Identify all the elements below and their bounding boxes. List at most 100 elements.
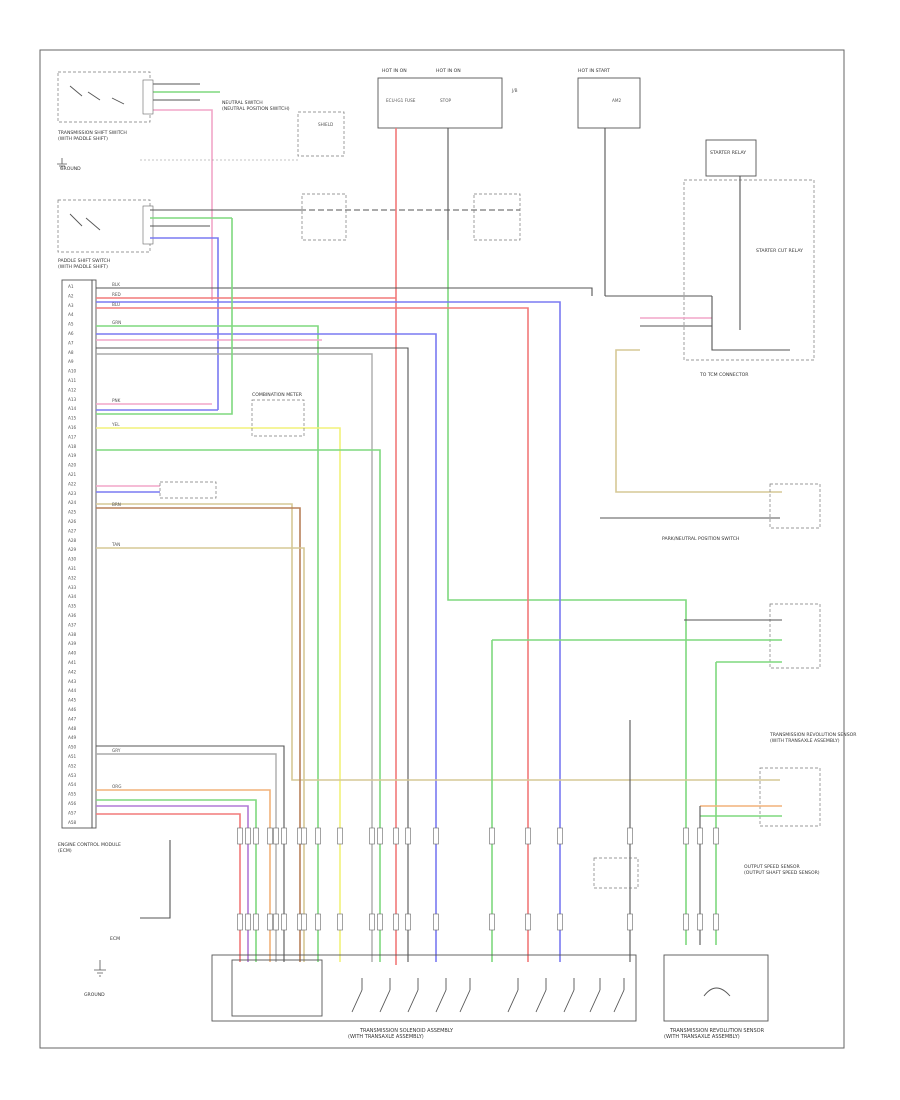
shield-label: SHIELD [318,122,333,127]
ecm-pin-label: A5 [68,322,74,327]
ecm-pin-label: A25 [68,510,77,515]
neutral-switch-sub: (NEUTRAL POSITION SWITCH) [222,106,290,112]
ground-b-label: GROUND [84,992,105,998]
wire-connector-plug [301,827,307,845]
ecm-pin-label: A46 [68,707,77,712]
ecm-pin-label: A31 [68,566,77,571]
tcm-connector-label: TO TCM CONNECTOR [699,372,749,378]
solenoid-switches [351,978,625,1013]
revolution-sensor-box [663,954,769,1022]
ecm-pin-label: A12 [68,387,77,392]
solenoid-assembly-sub: (WITH TRANSAXLE ASSEMBLY) [348,1034,424,1040]
ecm-pin-label: A19 [68,453,77,458]
revolution-sensor-sub: (WITH TRANSAXLE ASSEMBLY) [664,1034,740,1040]
wire-connector-plug [337,827,343,845]
solenoid-switch [459,978,471,1013]
wire-connector-plug [627,827,633,845]
ecm-pin-label: A30 [68,557,77,562]
fuse-ign-label: HOT IN ON [382,68,407,74]
solenoid-switch [535,978,547,1013]
ecm-pin-label: A45 [68,698,77,703]
wire-connector-plug [525,913,531,931]
fuse-start-label: HOT IN START [578,68,610,74]
ecm-pin-label: A3 [68,303,74,308]
wire-connector-plug [337,913,343,931]
ecm-pin-label: A33 [68,585,77,590]
paddle-shift-label: PADDLE SHIFT SWITCH [58,258,110,264]
diagram-frame [39,49,845,1049]
fuse-block-left [377,77,503,129]
wire-connector-plug [557,913,563,931]
ecm-pin-label: A23 [68,491,77,496]
transmission-revolution-sub: (WITH TRANSAXLE ASSEMBLY) [770,738,840,744]
fuse-a-label: ECU-IG1 FUSE [386,98,416,103]
ecm-pin-label: A11 [68,378,77,383]
wire-connector-plug [683,827,689,845]
ground-a-label: GROUND [60,166,81,172]
wire-connector-plug [713,913,719,931]
wire-label-org: ORG [112,784,121,789]
ecm-pin-label: A10 [68,369,77,374]
ecm-pin-label: A18 [68,444,77,449]
wire-label-blk: BLK [112,282,120,287]
wire-connector-plug [281,913,287,931]
combination-meter-box [251,399,305,437]
ecm-pin-label: A42 [68,669,77,674]
wire-connector-plug [281,827,287,845]
wire-label-blu: BLU [112,302,120,307]
wire-label-grn: GRN [112,320,121,325]
connector-paddle [142,205,154,245]
paddle-shift-sub: (WITH PADDLE SHIFT) [58,264,108,270]
fuse-c-label: AM2 [612,98,621,103]
wire-connector-plug [433,827,439,845]
ecm-pin-label: A21 [68,472,77,477]
wire-connector-plug [237,913,243,931]
ecm-pin-label: A1 [68,284,74,289]
wire-connector-plug [267,827,273,845]
ecm-pin-label: A55 [68,792,77,797]
ecm-pin-label: A28 [68,538,77,543]
ecm-pin-label: A49 [68,735,77,740]
ecm-pin-label: A58 [68,820,77,825]
ecm-pin-label: A29 [68,547,77,552]
revolution-sensor-label: TRANSMISSION REVOLUTION SENSOR [669,1028,765,1034]
solenoid-assembly-label: TRANSMISSION SOLENOID ASSEMBLY [359,1028,454,1034]
ecm-pin-label: A51 [68,754,77,759]
connector-strip [91,279,97,829]
ecm-pin-label: A54 [68,782,77,787]
solenoid-switch [379,978,391,1013]
solenoid-switch [507,978,519,1013]
ecm-pin-label: A36 [68,613,77,618]
transmission-revolution-label: TRANSMISSION REVOLUTION SENSOR [769,732,857,738]
wire-connector-plug [267,913,273,931]
wire-connector-plug [377,913,383,931]
solenoid-switch [407,978,419,1013]
wire-connector-plug [489,827,495,845]
ecm-pin-label: A53 [68,773,77,778]
wire-label-pnk: PNK [112,398,121,403]
wire-label-brn: BRN [112,502,121,507]
ecm-pin-label: A52 [68,763,77,768]
wire-connector-plug [433,913,439,931]
wire-connector-plug [393,913,399,931]
wire-connector-plug [315,913,321,931]
wire-connector-plug [697,827,703,845]
connector-top-left [142,79,154,115]
output-speed-label: OUTPUT SPEED SENSOR [744,864,800,870]
ecm-pin-label: A22 [68,481,77,486]
wire-connector-plug [405,913,411,931]
ecm-pin-label: A37 [68,622,77,627]
ecm-pin-label: A43 [68,679,77,684]
fuse-block-right [577,77,641,129]
ecm-pin-label: A8 [68,350,74,355]
solenoid-switch [613,978,625,1013]
ecm-pin-label: A17 [68,434,77,439]
ecm-pin-label: A27 [68,528,77,533]
wire-connector-plug [273,913,279,931]
wire-connector-plug [627,913,633,931]
trans-shift-switch: TRANSMISSION SHIFT SWITCH (WITH PADDLE S… [57,71,151,142]
solenoid-switch [435,978,447,1013]
wire-connector-plug [273,827,279,845]
wire-label-yel: YEL [111,422,120,427]
